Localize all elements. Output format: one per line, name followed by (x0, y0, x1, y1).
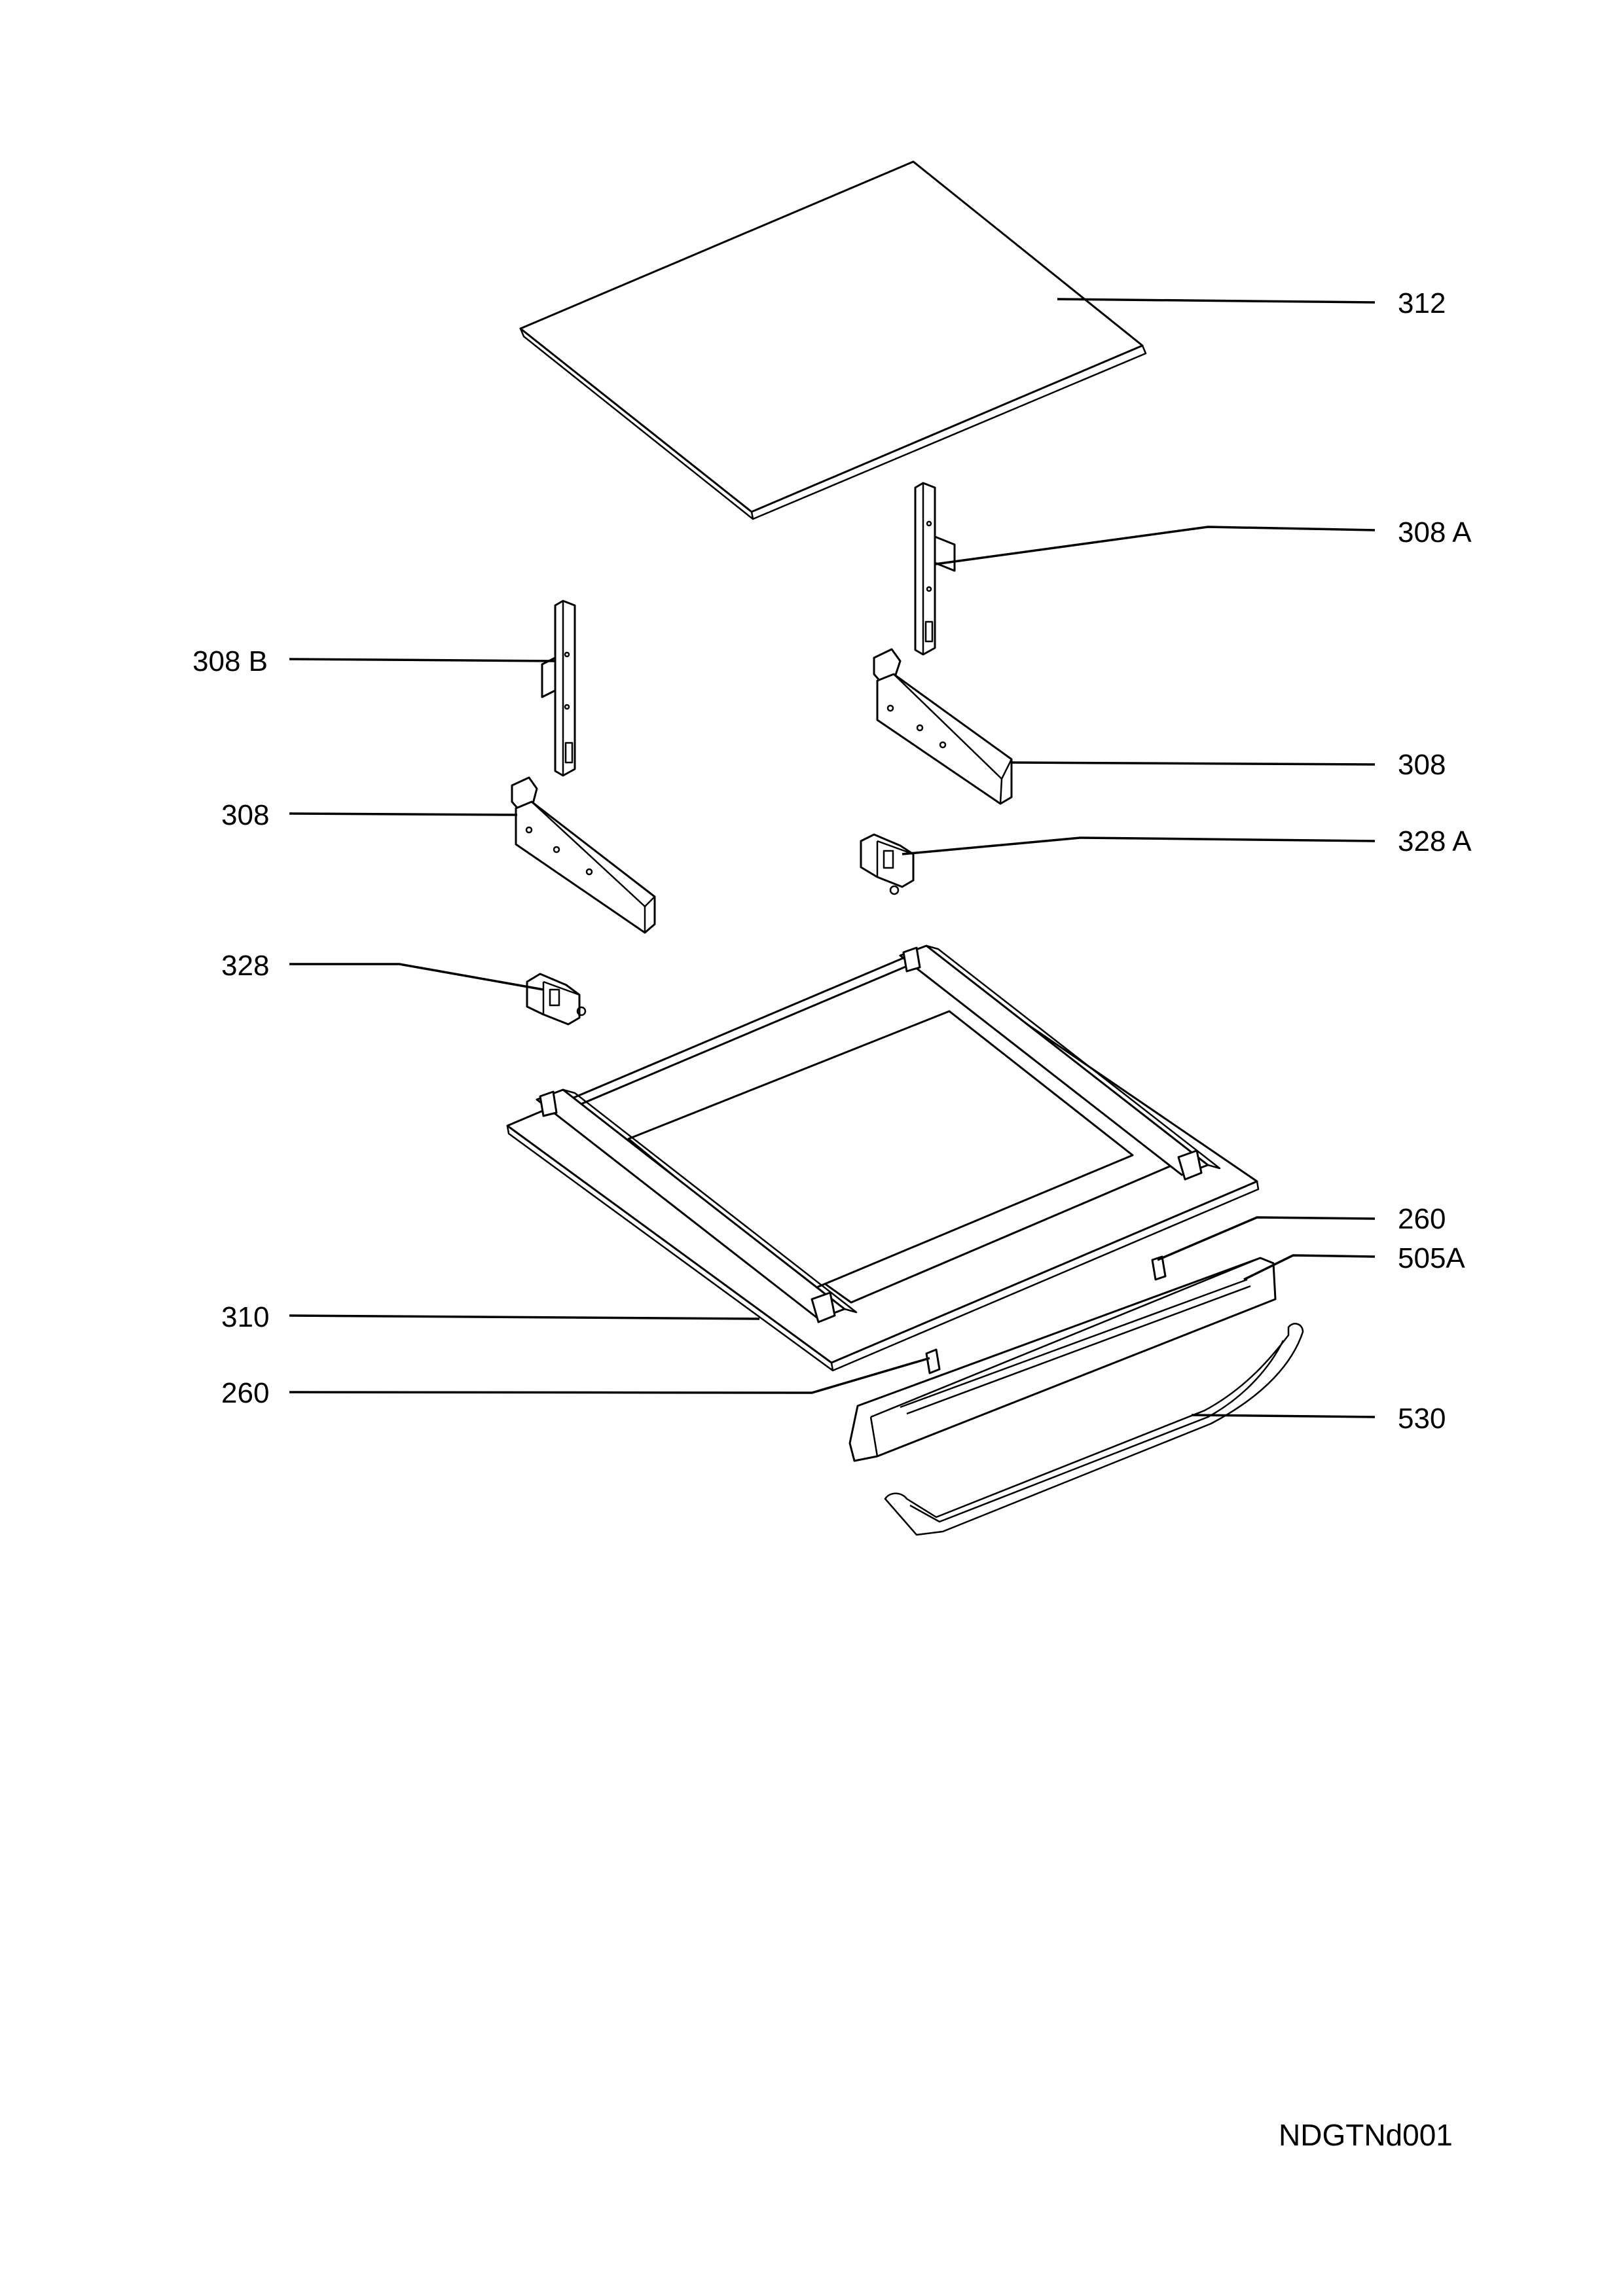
callout-308b: 308 B (192, 645, 268, 677)
part-328a-clip (860, 833, 915, 895)
part-260-clip-lower (925, 1348, 941, 1374)
leader-505a (1243, 1254, 1376, 1281)
callout-328: 328 (221, 950, 269, 982)
callout-308-right: 308 (1398, 749, 1446, 781)
callout-505a: 505A (1398, 1242, 1465, 1274)
callout-260-bottom: 260 (221, 1377, 269, 1409)
callout-328a: 328 A (1398, 825, 1472, 857)
leader-260-bottom (289, 1357, 930, 1394)
drawing-code: NDGTNd001 (1279, 2118, 1453, 2152)
part-308b-hinge-bracket (541, 600, 576, 777)
callout-310: 310 (221, 1301, 269, 1333)
callout-308a: 308 A (1398, 516, 1472, 548)
leader-312 (1057, 298, 1376, 304)
leader-308-left (289, 812, 518, 816)
leader-310 (289, 1314, 760, 1320)
part-308-hinge-arm-right (873, 648, 1013, 805)
part-505a-profile (848, 1257, 1277, 1462)
part-310-door-frame (506, 944, 1260, 1372)
part-530-trim (884, 1323, 1304, 1536)
leader-328 (289, 963, 544, 991)
part-312-glass-panel (519, 160, 1147, 520)
callout-312: 312 (1398, 287, 1446, 319)
leader-lines (289, 298, 1376, 1418)
callout-260-top: 260 (1398, 1203, 1446, 1235)
part-260-clip-upper (1151, 1255, 1167, 1281)
leader-260-top (1157, 1216, 1376, 1261)
leader-530 (1191, 1414, 1376, 1418)
callout-530: 530 (1398, 1403, 1446, 1435)
leader-308b (289, 658, 556, 662)
leader-308a (934, 526, 1376, 565)
leader-328a (902, 836, 1376, 855)
leader-308-right (1011, 761, 1376, 766)
part-308-hinge-arm-left (511, 776, 656, 934)
callout-308-left: 308 (221, 799, 269, 831)
part-328-clip (526, 973, 587, 1026)
part-308a-hinge-bracket (914, 482, 956, 656)
